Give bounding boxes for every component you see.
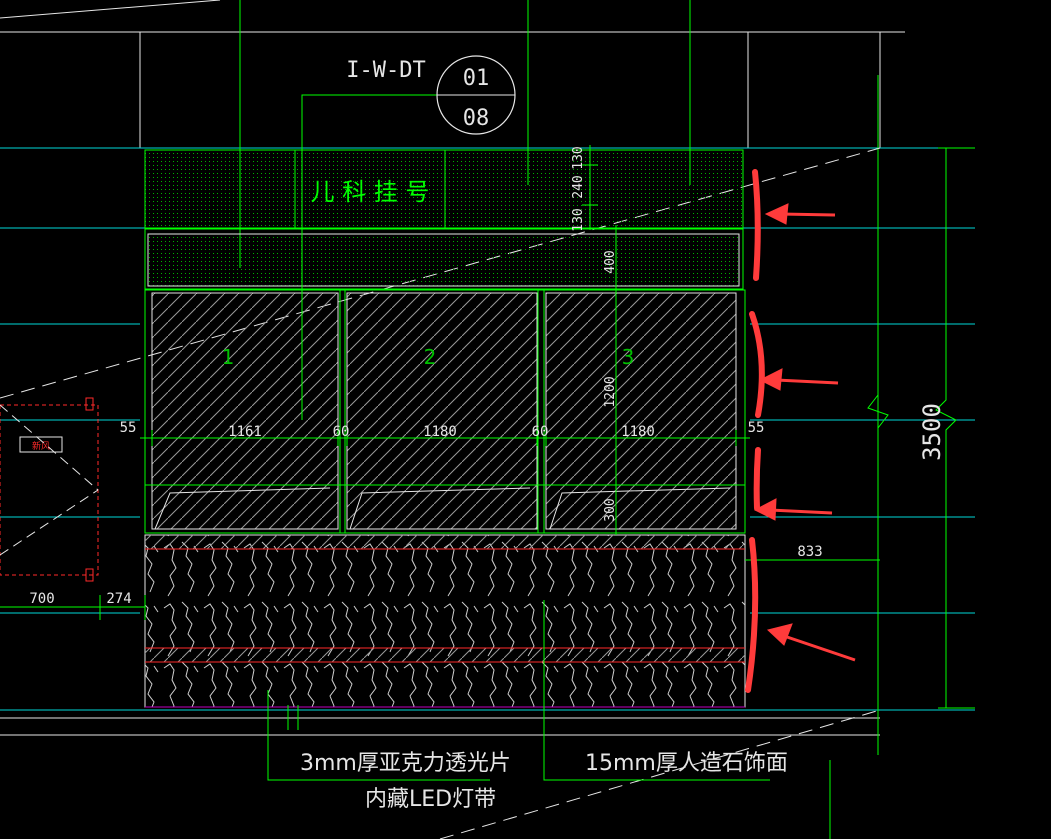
callout-bottom-number: 08	[463, 106, 490, 131]
dim-240: 240	[571, 175, 586, 198]
markup-arrow-1	[764, 203, 789, 225]
markup-arrow-4	[766, 623, 793, 646]
callout-code: I-W-DT	[346, 58, 425, 83]
red-arrows	[753, 203, 856, 662]
dim-1180-b: 1180	[621, 424, 655, 440]
dim-1180-a: 1180	[423, 424, 457, 440]
red-markup	[745, 169, 765, 693]
dim-1161: 1161	[228, 424, 262, 440]
note-acrylic-line2: 内藏LED灯带	[365, 787, 496, 812]
markup-bracket-4	[745, 537, 759, 693]
sign-band	[144, 149, 744, 229]
vertical-dimensions	[582, 145, 975, 709]
section-dashed-line-bottom	[439, 709, 881, 839]
markup-arrow-3	[753, 498, 777, 521]
dim-1200: 1200	[603, 376, 618, 407]
light-box	[147, 233, 740, 287]
dim-3500: 3500	[918, 403, 946, 461]
glass-panel-1	[151, 292, 339, 530]
sign-text: 儿 科 挂 号	[311, 178, 430, 206]
stone-base	[144, 534, 746, 708]
note-leaders	[267, 600, 770, 781]
callout-top-number: 01	[463, 66, 490, 91]
dim-60-b: 60	[532, 424, 549, 440]
panel-label-3: 3	[622, 345, 635, 369]
dim-700: 700	[29, 591, 54, 607]
dim-60-a: 60	[333, 424, 350, 440]
note-stone: 15mm厚人造石饰面	[585, 751, 788, 776]
detail-callout: I-W-DT 01 08	[301, 55, 516, 420]
left-equipment: 新风	[0, 397, 99, 582]
dim-55-left: 55	[120, 420, 137, 436]
glass-panel-2	[346, 292, 538, 530]
dim-130-top: 130	[571, 146, 586, 169]
horizontal-dimensions	[0, 430, 880, 620]
dim-300: 300	[603, 498, 618, 521]
glass-panels: 1 2 3	[144, 289, 746, 534]
markup-bracket-1	[752, 169, 761, 281]
panel-label-1: 1	[222, 345, 235, 369]
dim-833: 833	[797, 544, 822, 560]
markup-bracket-3	[753, 447, 761, 511]
dim-55-right: 55	[748, 420, 765, 436]
markup-bracket-2	[749, 311, 765, 418]
note-acrylic-line1: 3mm厚亚克力透光片	[300, 751, 511, 776]
left-equipment-label: 新风	[32, 440, 50, 452]
dim-400: 400	[603, 250, 618, 273]
markup-arrow-2	[758, 368, 783, 391]
panel-label-2: 2	[424, 345, 437, 369]
glass-panel-3	[545, 292, 737, 530]
dim-274: 274	[106, 591, 131, 607]
dim-130-bottom: 130	[571, 208, 586, 231]
